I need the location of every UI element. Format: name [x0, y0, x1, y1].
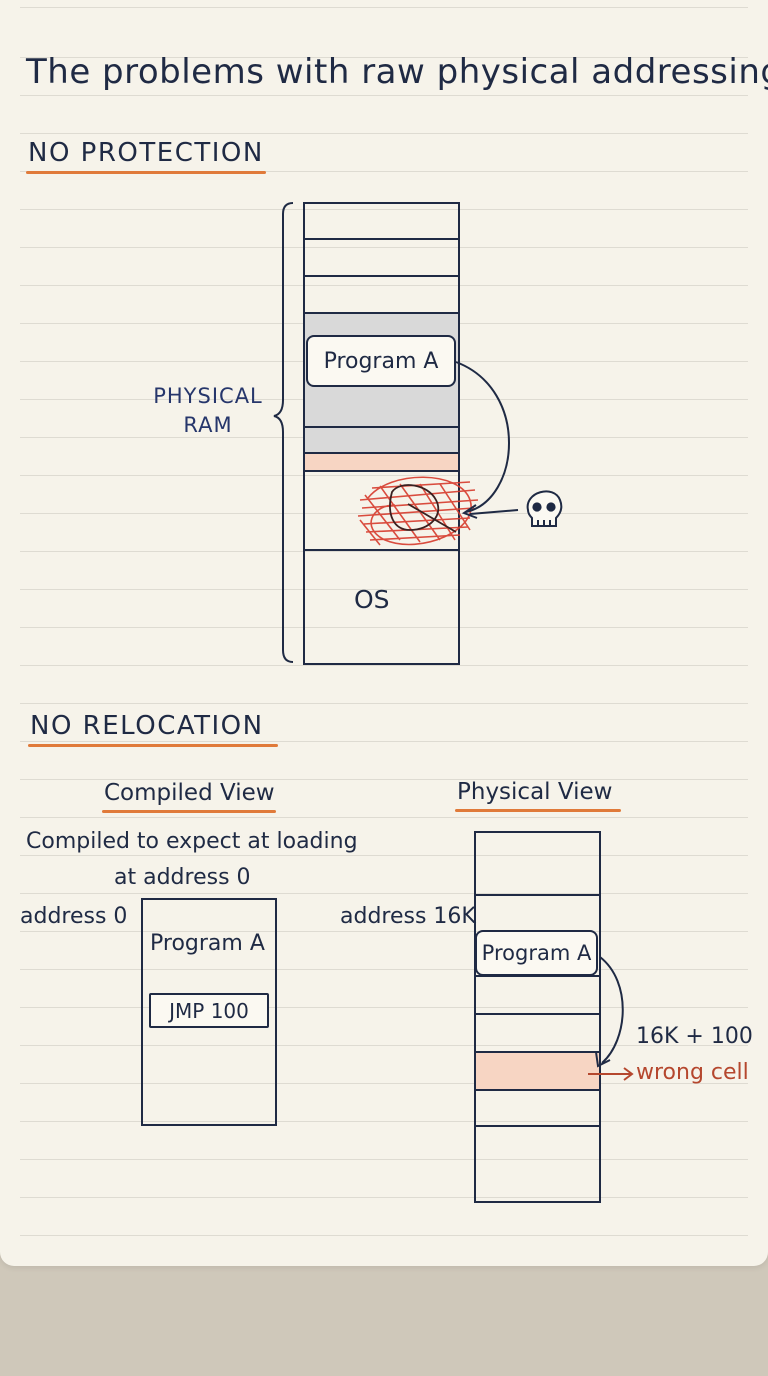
program-a-label: Program A	[323, 348, 439, 374]
subheading-underline	[102, 810, 276, 813]
diagram-drawings	[273, 202, 634, 1081]
notebook-page: The problems with raw physical addressin…	[0, 0, 768, 1266]
memory-cell	[476, 894, 599, 932]
physical-ram-label-line1: PHYSICAL	[153, 384, 263, 408]
section-underline	[26, 171, 266, 174]
jump-arrow	[599, 956, 624, 1064]
compiled-address-label: address 0	[20, 904, 128, 929]
program-a-block: Program A	[306, 335, 456, 387]
jmp-instruction-box: JMP 100	[149, 993, 269, 1028]
compiled-program-block	[141, 898, 277, 1126]
memory-cell	[476, 1089, 599, 1127]
skull-arrow	[469, 509, 519, 515]
ram-cell	[305, 275, 458, 312]
overwrite-arrow	[455, 361, 510, 513]
overwrite-arrowhead	[461, 504, 478, 519]
os-label: OS	[354, 585, 390, 614]
wrong-cell-label: wrong cell	[636, 1060, 749, 1085]
ram-cell	[305, 238, 458, 275]
ram-cell-shaded	[305, 426, 458, 452]
jump-arrowhead	[595, 1051, 611, 1068]
subheading-underline	[455, 809, 621, 812]
compiled-program-label: Program A	[150, 931, 265, 956]
jmp-instruction-label: JMP 100	[169, 998, 249, 1023]
section-underline	[28, 744, 278, 747]
compiled-note-line1: Compiled to expect at loading	[26, 829, 358, 854]
memory-cell	[476, 1125, 599, 1203]
overwrite-scribble	[357, 476, 479, 546]
ram-cell-overwritten	[305, 470, 458, 550]
target-address-label: 16K + 100	[636, 1024, 753, 1049]
physical-address-label: address 16K	[340, 904, 476, 929]
skull-icon	[526, 490, 563, 527]
crushed-data-icon	[389, 484, 457, 533]
physical-program-a-block: Program A	[475, 930, 598, 976]
physical-memory-column	[474, 831, 601, 1203]
physical-view-heading: Physical View	[457, 779, 613, 805]
memory-cell	[476, 1013, 599, 1051]
ram-cell-peach	[305, 452, 458, 471]
compiled-view-heading: Compiled View	[104, 780, 275, 806]
physical-ram-label-line2: RAM	[183, 413, 233, 437]
physical-program-a-label: Program A	[481, 941, 592, 965]
wrong-cell-arrow	[588, 1067, 634, 1081]
page-title: The problems with raw physical addressin…	[26, 52, 768, 92]
ram-region-os	[305, 549, 458, 665]
section-heading-no-relocation: NO RELOCATION	[30, 711, 264, 741]
memory-cell	[476, 975, 599, 1013]
section-heading-no-protection: NO PROTECTION	[28, 138, 264, 168]
compiled-note-line2: at address 0	[114, 865, 251, 890]
physical-ram-brace	[273, 202, 294, 663]
memory-cell-wrong	[476, 1051, 599, 1089]
